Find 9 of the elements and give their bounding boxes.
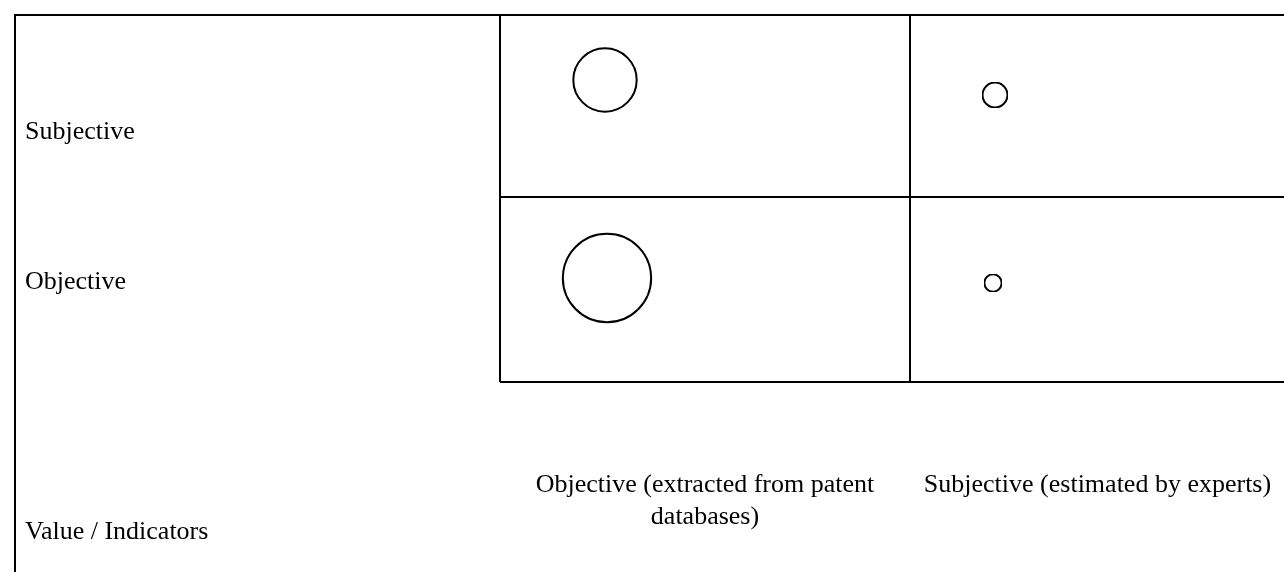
axis-title: Value / Indicators bbox=[25, 515, 209, 547]
circle-mark bbox=[561, 232, 653, 324]
row-label: Objective bbox=[25, 265, 127, 297]
column-label: Subjective (estimated by experts) bbox=[922, 468, 1273, 500]
circle-mark bbox=[982, 82, 1008, 108]
row-label: Subjective bbox=[25, 115, 135, 147]
circle-mark bbox=[984, 274, 1002, 292]
circle-mark bbox=[572, 47, 638, 113]
column-label: Objective (extracted from patent databases) bbox=[534, 468, 876, 532]
